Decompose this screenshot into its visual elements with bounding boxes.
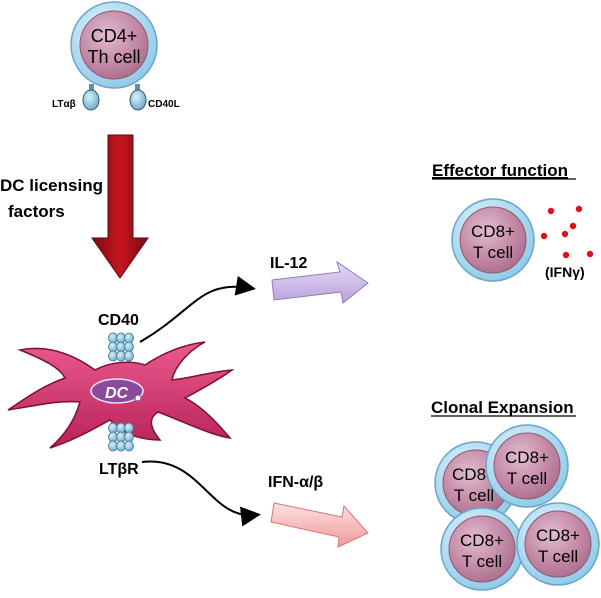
licensing-arrow [91,134,149,279]
effector-cd8-cell: CD8+ T cell [451,198,535,282]
expansion-cell-2-line2: T cell [507,469,547,488]
effector-heading: Effector function [432,161,568,180]
expansion-cell-3: CD8+ T cell [440,507,524,591]
th-cell: CD4+ Th cell [70,1,158,89]
expansion-cell-4: CD8+ T cell [516,502,600,586]
ifn-gamma-label: (IFNγ) [545,264,585,280]
expansion-heading: Clonal Expansion [431,398,574,417]
th-cell-label-line1: CD4+ [91,26,138,46]
il12-label: IL-12 [270,255,307,272]
effector-cell-line2: T cell [473,243,513,262]
expansion-cell-1-line1: CD8+ [452,465,496,484]
dc-label: DC [105,385,129,402]
expansion-cell-3-line1: CD8+ [460,531,504,550]
dc-nucleus [90,378,144,404]
expansion-cell-3-line2: T cell [462,552,502,571]
ifn-gamma-dots [540,205,594,259]
cd40-signal-curve [139,275,256,343]
licensing-label-line1: DC licensing [0,176,103,195]
il12-arrow [271,260,369,304]
ifn-arrow [270,502,369,548]
th-cell-label-line2: Th cell [87,47,140,67]
cd40-receptor [108,332,134,362]
expansion-cell-4-line1: CD8+ [536,526,580,545]
dc-nucleus-dot [134,394,142,402]
lt-alpha-beta-label: LTαβ [52,99,76,110]
expansion-cell-2-line1: CD8+ [505,448,549,467]
lt-alpha-beta-receptor [82,84,100,111]
expansion-cell-2: CD8+ T cell [485,424,569,508]
cd40-label: CD40 [98,312,139,329]
cd40l-label: CD40L [148,99,180,110]
licensing-label-line2: factors [8,202,65,221]
expansion-cell-4-line2: T cell [538,547,578,566]
effector-cell-line1: CD8+ [471,222,515,241]
ifn-label: IFN-α/β [268,474,323,491]
expansion-cell-1-line2: T cell [454,486,494,505]
cd40l-receptor [129,84,147,111]
ltbr-signal-curve [141,460,261,527]
ltbr-label: LTβR [99,461,139,478]
ltbr-receptor [108,422,134,452]
